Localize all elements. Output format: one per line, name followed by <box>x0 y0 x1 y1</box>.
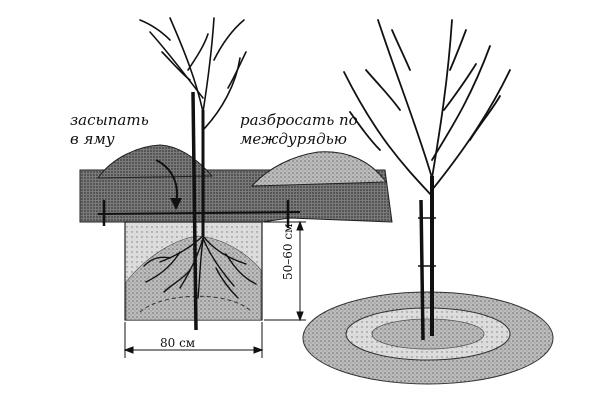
basin-inner-ridge <box>371 318 485 350</box>
label-pit-width: 80 см <box>160 336 196 350</box>
level-stick <box>97 211 301 215</box>
label-pit-depth: 50–60 см <box>281 223 295 280</box>
tree-roots <box>143 235 257 299</box>
dimension-width <box>123 322 264 358</box>
label-scatter-line1: разбросать по <box>240 111 358 129</box>
support-stake-right <box>419 199 425 341</box>
dimension-depth <box>264 220 306 322</box>
tree-crown-young <box>139 17 247 131</box>
label-fill-pit-line1: засыпать <box>70 111 149 129</box>
planting-pit-diagram <box>79 17 393 331</box>
soil-mound-right <box>250 151 387 187</box>
label-scatter-line2: междурядью <box>240 130 347 148</box>
support-stake <box>191 91 198 331</box>
tree-crown-mature <box>343 19 511 197</box>
label-fill-pit-line2: в яму <box>70 130 115 148</box>
planted-tree-diagram <box>302 19 554 385</box>
